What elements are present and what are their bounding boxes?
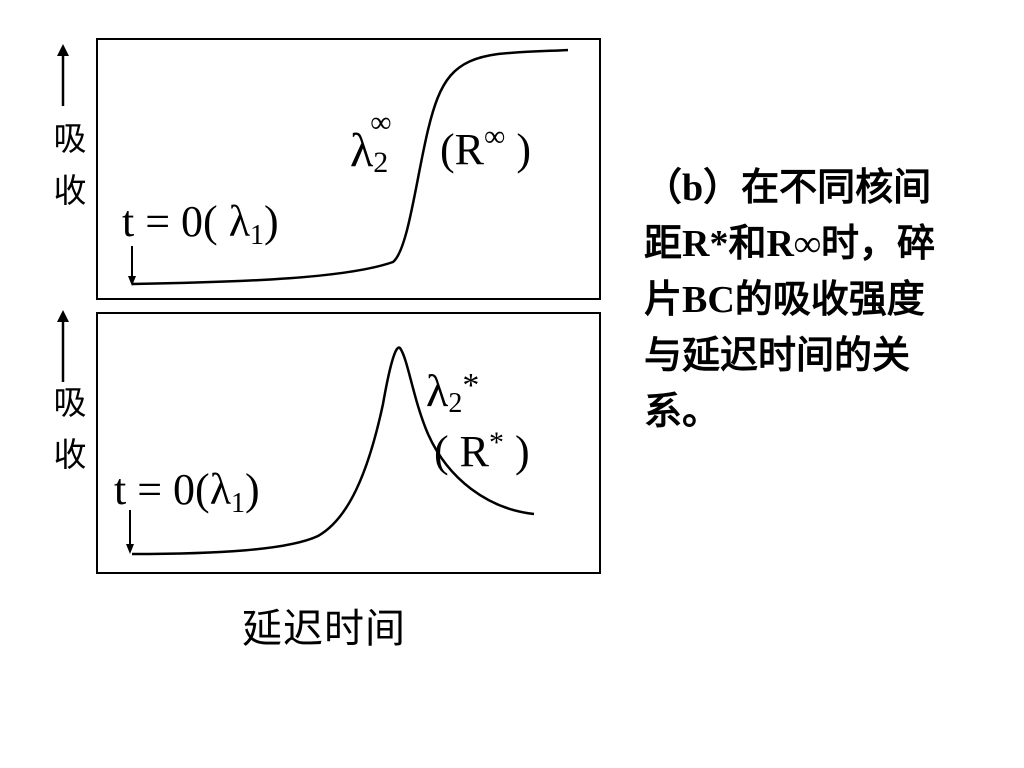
top-t0-arrow-head-icon [128,276,136,286]
figure-caption: （b）在不同核间 距R*和R∞时，碎 片BC的吸收强度 与延迟时间的关 系。 [644,160,989,440]
bottom-y-axis-arrow-icon [57,310,69,382]
caption-line-2: 距R*和R∞时，碎 [644,223,935,265]
bottom-absorption-curve [131,346,535,556]
x-axis-label: 延迟时间 [242,606,406,651]
top-start-label: t = 0( λ1) [122,197,279,251]
top-curve-label: (R∞ ) [440,120,531,174]
top-panel: t = 0( λ1) λ2∞ (R∞ ) [96,38,601,300]
bottom-curve-label: ( R* ) [434,426,530,476]
bottom-y-axis-label: 吸 收 [50,378,90,482]
bottom-peak-label: λ2* [426,365,479,419]
caption-line-3: 片BC的吸收强度 [644,279,925,321]
top-plot: t = 0( λ1) λ2∞ (R∞ ) [122,48,569,286]
top-y-axis-arrow-icon [57,44,69,106]
bottom-y-label-char-1: 吸 [53,386,87,422]
caption-line-1: （b）在不同核间 [644,167,932,209]
top-absorption-curve [131,48,569,286]
top-y-axis-label: 吸 收 [50,114,90,218]
bottom-t0-arrow-head-icon [126,544,134,554]
top-y-label-char-2: 收 [53,174,87,210]
bottom-start-label: t = 0(λ1) [114,465,260,519]
bottom-plot: t = 0(λ1) λ2* ( R* ) [114,346,535,556]
bottom-panel: t = 0(λ1) λ2* ( R* ) [96,312,601,574]
caption-line-4: 与延迟时间的关 [644,335,911,377]
top-peak-label: λ2∞ [350,106,392,179]
bottom-y-label-char-2: 收 [53,438,87,474]
caption-line-5: 系。 [644,391,721,433]
top-y-label-char-1: 吸 [53,122,87,158]
